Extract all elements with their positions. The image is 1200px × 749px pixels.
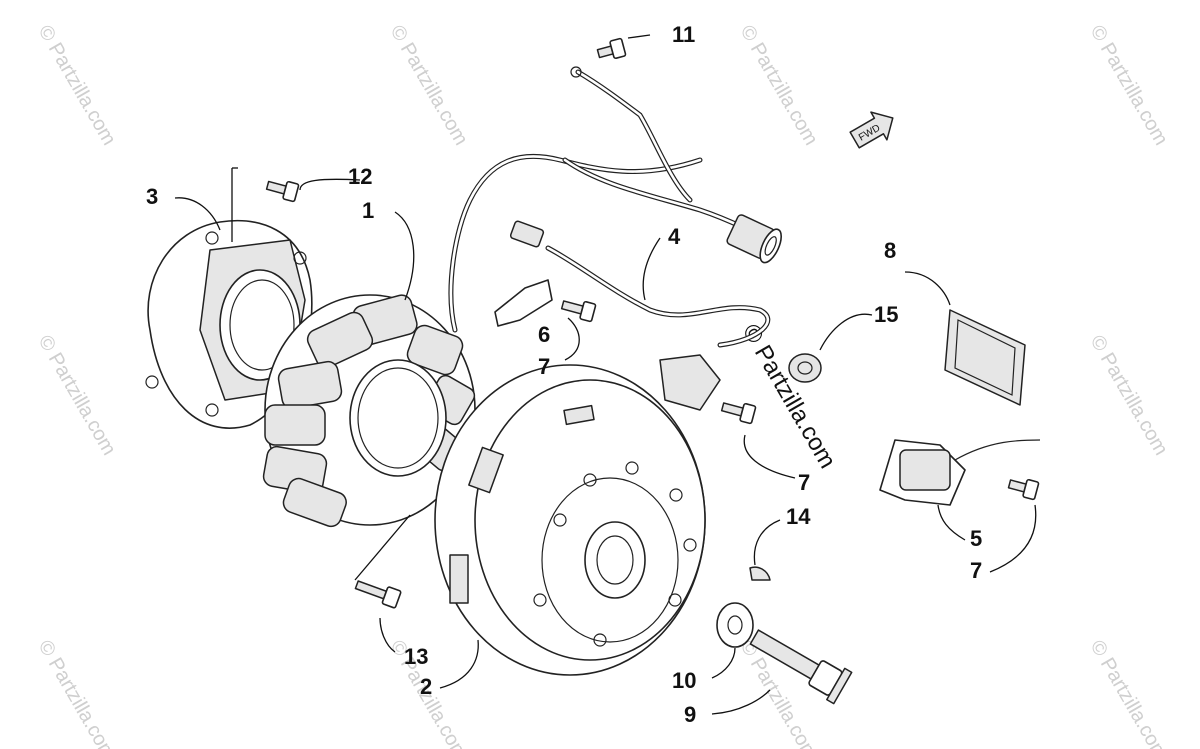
callout-number: 3 — [146, 184, 158, 209]
bolt-icon — [596, 37, 627, 60]
bolt-icon — [354, 580, 402, 609]
callout-number: 12 — [348, 164, 372, 189]
callout-number: 1 — [362, 198, 374, 223]
watermark: © Partzilla.com — [34, 332, 120, 460]
callout-number: 7 — [970, 558, 982, 583]
bolt-icon — [560, 300, 597, 323]
watermark: © Partzilla.com — [1086, 637, 1172, 749]
watermark-center: © Partzilla.com — [737, 320, 841, 474]
wiring-harness — [448, 66, 782, 333]
flywheel — [434, 364, 706, 676]
watermark: © Partzilla.com — [736, 22, 822, 150]
bolt-icon — [749, 629, 853, 705]
bracket — [494, 279, 553, 327]
stator — [262, 294, 476, 528]
grommet — [788, 353, 822, 383]
pickup-sensor — [509, 220, 771, 411]
callout-number: 2 — [420, 674, 432, 699]
woodruff-key — [749, 566, 771, 581]
bolt-icon — [720, 402, 757, 425]
callout-number: 8 — [884, 238, 896, 263]
watermark: © Partzilla.com — [34, 637, 120, 749]
callout-number: 4 — [668, 224, 681, 249]
callout-number: 10 — [672, 668, 696, 693]
ignition-coil — [879, 439, 1041, 506]
callout-number: 7 — [538, 354, 550, 379]
watermark: © Partzilla.com — [34, 22, 120, 150]
callout-number: 13 — [404, 644, 428, 669]
callout-number: 6 — [538, 322, 550, 347]
watermark: © Partzilla.com — [386, 22, 472, 150]
callout-number: 15 — [874, 302, 898, 327]
bolt-icon — [265, 180, 300, 203]
callout-number: 14 — [786, 504, 811, 529]
callouts: 1 2 3 4 5 6 7 7 7 7 8 9 10 11 12 13 14 1… — [146, 22, 982, 727]
stator-plate — [145, 219, 313, 429]
fwd-arrow-icon: FWD — [849, 111, 894, 149]
watermark: © Partzilla.com — [1086, 332, 1172, 460]
callout-number: 7 — [798, 470, 810, 495]
callout-number: 5 — [970, 526, 982, 551]
bolt-icon — [1007, 478, 1040, 501]
watermark: © Partzilla.com — [1086, 22, 1172, 150]
pad — [944, 309, 1026, 406]
washer — [716, 602, 754, 648]
callout-number: 11 — [672, 22, 695, 47]
callout-number: 9 — [684, 702, 696, 727]
leader-lines — [174, 34, 1037, 715]
